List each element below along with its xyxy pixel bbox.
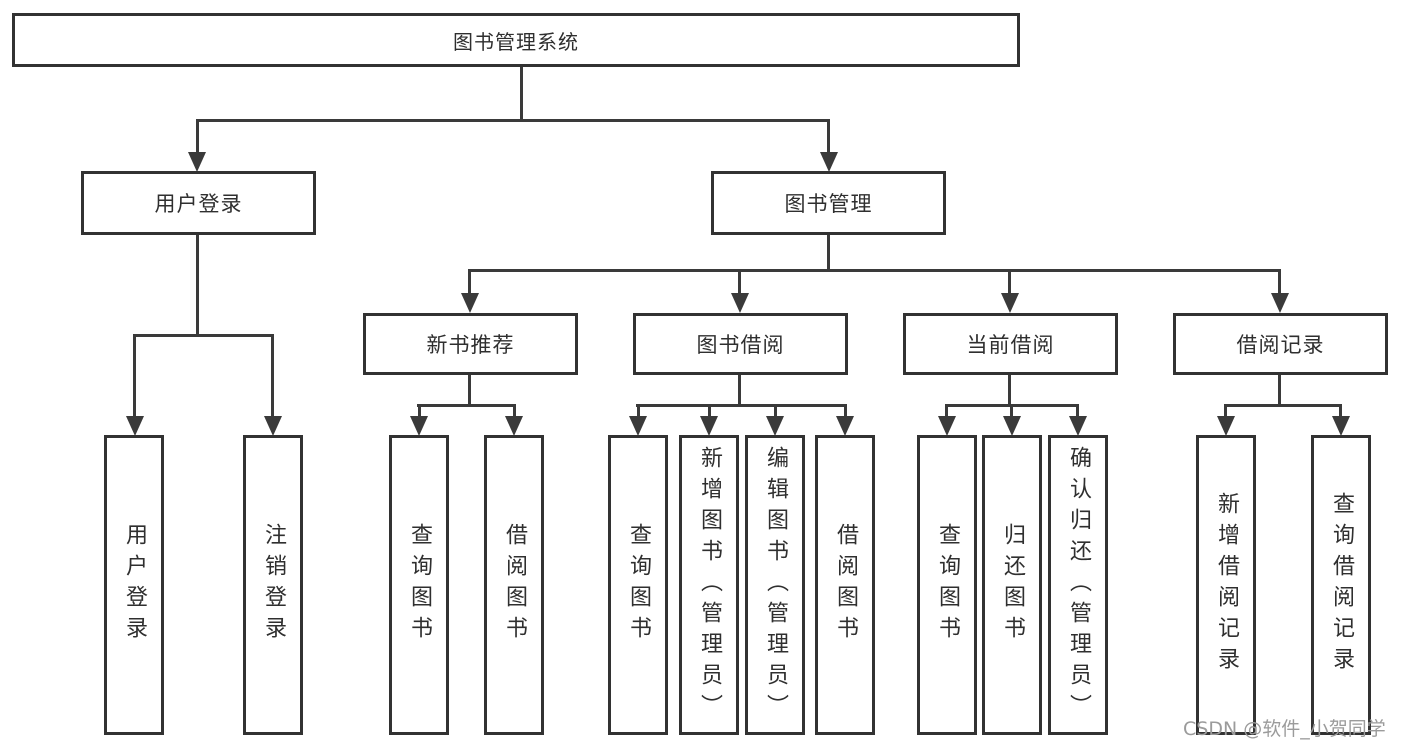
arrowhead-down-icon — [410, 416, 428, 436]
connector-stem-leaf — [133, 334, 136, 418]
connector-stem-leaf — [1339, 404, 1342, 418]
arrowhead-down-icon — [836, 416, 854, 436]
connector-stem-book-management — [827, 119, 830, 154]
watermark: CSDN @软件_小贺同学 — [1183, 718, 1386, 740]
node-label: 查询图书 — [407, 523, 432, 647]
connector-bookmgmt-vline — [827, 233, 830, 272]
arrowhead-down-icon — [938, 416, 956, 436]
connector-userlogin-vline — [196, 233, 199, 336]
node-root-system: 图书管理系统 — [12, 13, 1020, 67]
node-label: 新书推荐 — [426, 333, 515, 357]
node-book-management: 图书管理 — [711, 171, 946, 235]
leaf-current-query-book: 查询图书 — [917, 435, 977, 735]
connector-root-vline — [520, 65, 523, 121]
connector-stem-level3 — [738, 269, 741, 296]
connector-stem-level3 — [468, 269, 471, 296]
node-label: 归还图书 — [1000, 523, 1025, 647]
connector-stem-leaf — [774, 404, 777, 418]
node-current-borrow: 当前借阅 — [903, 313, 1118, 375]
arrowhead-down-icon — [820, 152, 838, 172]
connector-stem-leaf — [844, 404, 847, 418]
connector-bookborrow-vline — [738, 373, 741, 407]
arrowhead-down-icon — [126, 416, 144, 436]
connector-stem-leaf — [513, 404, 516, 418]
connector-stem-leaf — [1010, 404, 1013, 418]
leaf-recommend-query-book: 查询图书 — [389, 435, 449, 735]
node-label: 确认归还（管理员） — [1066, 445, 1091, 725]
arrowhead-down-icon — [1003, 416, 1021, 436]
node-label: 当前借阅 — [966, 333, 1055, 357]
arrowhead-down-icon — [700, 416, 718, 436]
leaf-logout: 注销登录 — [243, 435, 303, 735]
node-book-borrow: 图书借阅 — [633, 313, 848, 375]
leaf-record-add: 新增借阅记录 — [1196, 435, 1256, 735]
connector-bookmgmt-hline — [468, 269, 1281, 272]
leaf-current-confirm-return-admin: 确认归还（管理员） — [1048, 435, 1108, 735]
connector-stem-leaf — [1076, 404, 1079, 418]
node-label: 借阅记录 — [1236, 333, 1325, 357]
connector-stem-leaf — [271, 334, 274, 418]
node-label: 图书管理系统 — [453, 29, 579, 54]
node-label: 查询借阅记录 — [1329, 492, 1354, 678]
arrowhead-down-icon — [1217, 416, 1235, 436]
node-label: 借阅图书 — [502, 523, 527, 647]
leaf-record-query: 查询借阅记录 — [1311, 435, 1371, 735]
connector-stem-level3 — [1278, 269, 1281, 296]
node-label: 用户登录 — [154, 192, 243, 216]
arrowhead-down-icon — [188, 152, 206, 172]
connector-userlogin-hline — [133, 334, 274, 337]
connector-stem-leaf — [418, 404, 421, 418]
connector-root-hline — [196, 119, 830, 122]
node-label: 查询图书 — [626, 523, 651, 647]
leaf-recommend-borrow-book: 借阅图书 — [484, 435, 544, 735]
connector-recommend-vline — [468, 373, 471, 407]
arrowhead-down-icon — [766, 416, 784, 436]
connector-recommend-hline — [417, 404, 516, 407]
arrowhead-down-icon — [264, 416, 282, 436]
connector-currentborrow-vline — [1008, 373, 1011, 407]
node-borrow-record: 借阅记录 — [1173, 313, 1388, 375]
arrowhead-down-icon — [731, 293, 749, 313]
leaf-borrow-query-book: 查询图书 — [608, 435, 668, 735]
node-label: 注销登录 — [261, 523, 286, 647]
connector-borrowrecord-vline — [1278, 373, 1281, 407]
leaf-borrow-borrow-book: 借阅图书 — [815, 435, 875, 735]
node-label: 编辑图书（管理员） — [763, 445, 788, 725]
node-label: 图书管理 — [784, 192, 873, 216]
node-label: 用户登录 — [122, 523, 147, 647]
connector-stem-leaf — [637, 404, 640, 418]
node-new-book-recommend: 新书推荐 — [363, 313, 578, 375]
node-label: 新增借阅记录 — [1214, 492, 1239, 678]
connector-stem-leaf — [945, 404, 948, 418]
arrowhead-down-icon — [1069, 416, 1087, 436]
arrowhead-down-icon — [1332, 416, 1350, 436]
leaf-borrow-add-book-admin: 新增图书（管理员） — [679, 435, 739, 735]
arrowhead-down-icon — [505, 416, 523, 436]
node-label: 图书借阅 — [696, 333, 785, 357]
arrowhead-down-icon — [1001, 293, 1019, 313]
connector-stem-leaf — [708, 404, 711, 418]
connector-stem-level3 — [1008, 269, 1011, 296]
leaf-current-return-book: 归还图书 — [982, 435, 1042, 735]
node-label: 借阅图书 — [833, 523, 858, 647]
leaf-borrow-edit-book-admin: 编辑图书（管理员） — [745, 435, 805, 735]
leaf-user-login: 用户登录 — [104, 435, 164, 735]
connector-borrowrecord-hline — [1224, 404, 1342, 407]
node-label: 查询图书 — [935, 523, 960, 647]
arrowhead-down-icon — [1271, 293, 1289, 313]
arrowhead-down-icon — [461, 293, 479, 313]
arrowhead-down-icon — [629, 416, 647, 436]
connector-stem-user-login — [196, 119, 199, 154]
node-label: 新增图书（管理员） — [697, 445, 722, 725]
connector-stem-leaf — [1224, 404, 1227, 418]
connector-bookborrow-hline — [636, 404, 846, 407]
node-user-login: 用户登录 — [81, 171, 316, 235]
